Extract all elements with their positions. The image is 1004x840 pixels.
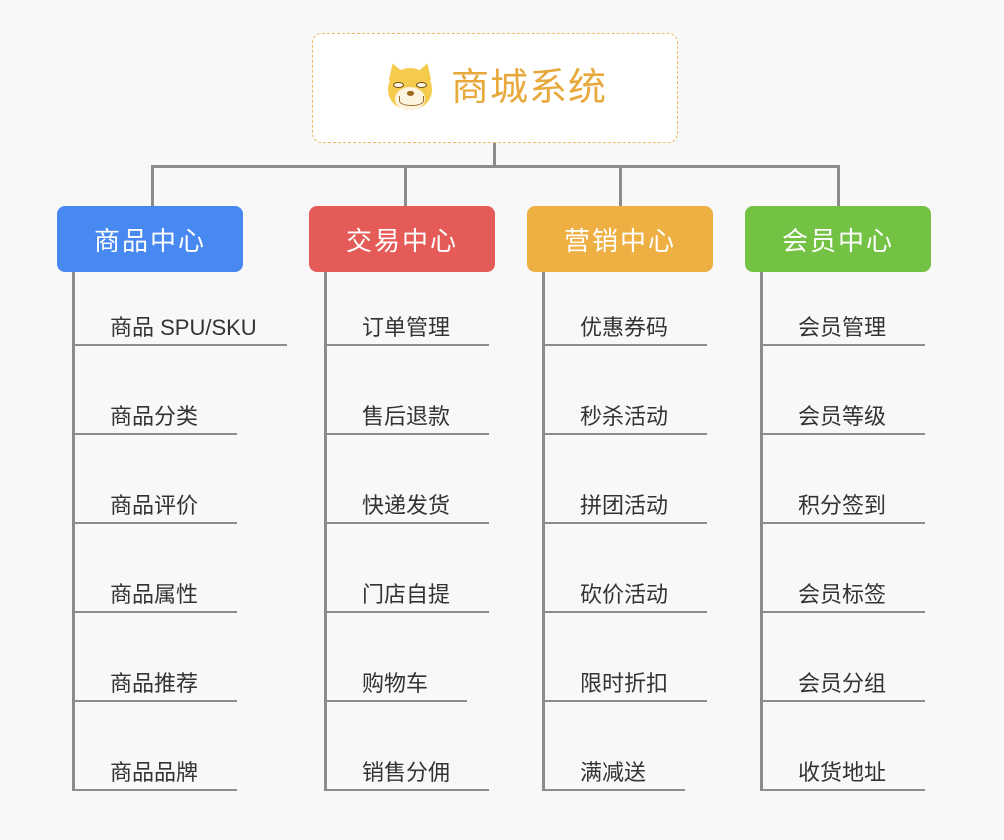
leaf-label: 会员分组 [798,670,887,696]
leaf-item[interactable]: 门店自提 [324,557,489,613]
root-stem [493,143,496,168]
leaf-item[interactable]: 砍价活动 [542,557,707,613]
leaf-item[interactable]: 销售分佣 [324,735,489,791]
leaf-label: 商品推荐 [110,670,199,696]
leaf-item[interactable]: 会员分组 [760,646,925,702]
leaf-label: 购物车 [362,670,429,696]
leaf-label: 商品分类 [110,403,199,429]
leaf-label: 商品评价 [110,492,199,518]
leaf-item[interactable]: 售后退款 [324,379,489,435]
leaf-item[interactable]: 订单管理 [324,290,489,346]
leaf-item[interactable]: 商品分类 [72,379,237,435]
leaf-item[interactable]: 拼团活动 [542,468,707,524]
leaf-label: 积分签到 [798,492,887,518]
leaf-label: 优惠券码 [580,314,669,340]
leaf-label: 收货地址 [798,759,887,785]
leaf-label: 满减送 [580,759,647,785]
leaf-label: 会员等级 [798,403,887,429]
dog-face-icon [383,60,437,115]
leaf-item[interactable]: 满减送 [542,735,685,791]
leaf-item[interactable]: 购物车 [324,646,467,702]
branch-header-3[interactable]: 营销中心 [527,206,713,272]
leaf-label: 砍价活动 [580,581,669,607]
branch-header-label: 交易中心 [345,225,458,256]
branch-drop-1 [151,168,154,210]
branch-drop-3 [619,168,622,210]
leaf-item[interactable]: 限时折扣 [542,646,707,702]
leaf-item[interactable]: 优惠券码 [542,290,707,346]
leaf-item[interactable]: 商品评价 [72,468,237,524]
root-title: 商城系统 [450,67,607,109]
branch-spine [324,272,327,791]
leaf-item[interactable]: 商品品牌 [72,735,237,791]
branch-header-2[interactable]: 交易中心 [309,206,495,272]
leaf-label: 销售分佣 [362,759,451,785]
leaf-item[interactable]: 收货地址 [760,735,925,791]
leaf-label: 快递发货 [362,492,451,518]
branch-spine [542,272,545,791]
branch-header-label: 营销中心 [563,225,676,256]
leaf-item[interactable]: 积分签到 [760,468,925,524]
leaf-label: 商品属性 [110,581,199,607]
leaf-label: 会员管理 [798,314,887,340]
branch-drop-4 [837,168,840,210]
leaf-item[interactable]: 会员标签 [760,557,925,613]
branch-header-1[interactable]: 商品中心 [57,206,243,272]
root-node[interactable]: 商城系统 [312,33,678,143]
leaf-label: 门店自提 [362,581,451,607]
leaf-label: 订单管理 [362,314,451,340]
leaf-item[interactable]: 秒杀活动 [542,379,707,435]
leaf-label: 商品品牌 [110,759,199,785]
branch-header-label: 商品中心 [93,225,206,256]
branch-header-label: 会员中心 [781,225,894,256]
branch-spine [72,272,75,791]
branch-rail [151,165,840,168]
leaf-item[interactable]: 商品推荐 [72,646,237,702]
leaf-item[interactable]: 商品 SPU/SKU [72,290,287,346]
branch-drop-2 [404,168,407,210]
branch-spine [760,272,763,791]
leaf-label: 限时折扣 [580,670,669,696]
branch-header-4[interactable]: 会员中心 [745,206,931,272]
leaf-label: 秒杀活动 [580,403,669,429]
leaf-item[interactable]: 快递发货 [324,468,489,524]
leaf-label: 会员标签 [798,581,887,607]
leaf-label: 售后退款 [362,403,451,429]
leaf-label: 拼团活动 [580,492,669,518]
leaf-item[interactable]: 会员管理 [760,290,925,346]
leaf-item[interactable]: 商品属性 [72,557,237,613]
leaf-label: 商品 SPU/SKU [110,314,257,340]
leaf-item[interactable]: 会员等级 [760,379,925,435]
